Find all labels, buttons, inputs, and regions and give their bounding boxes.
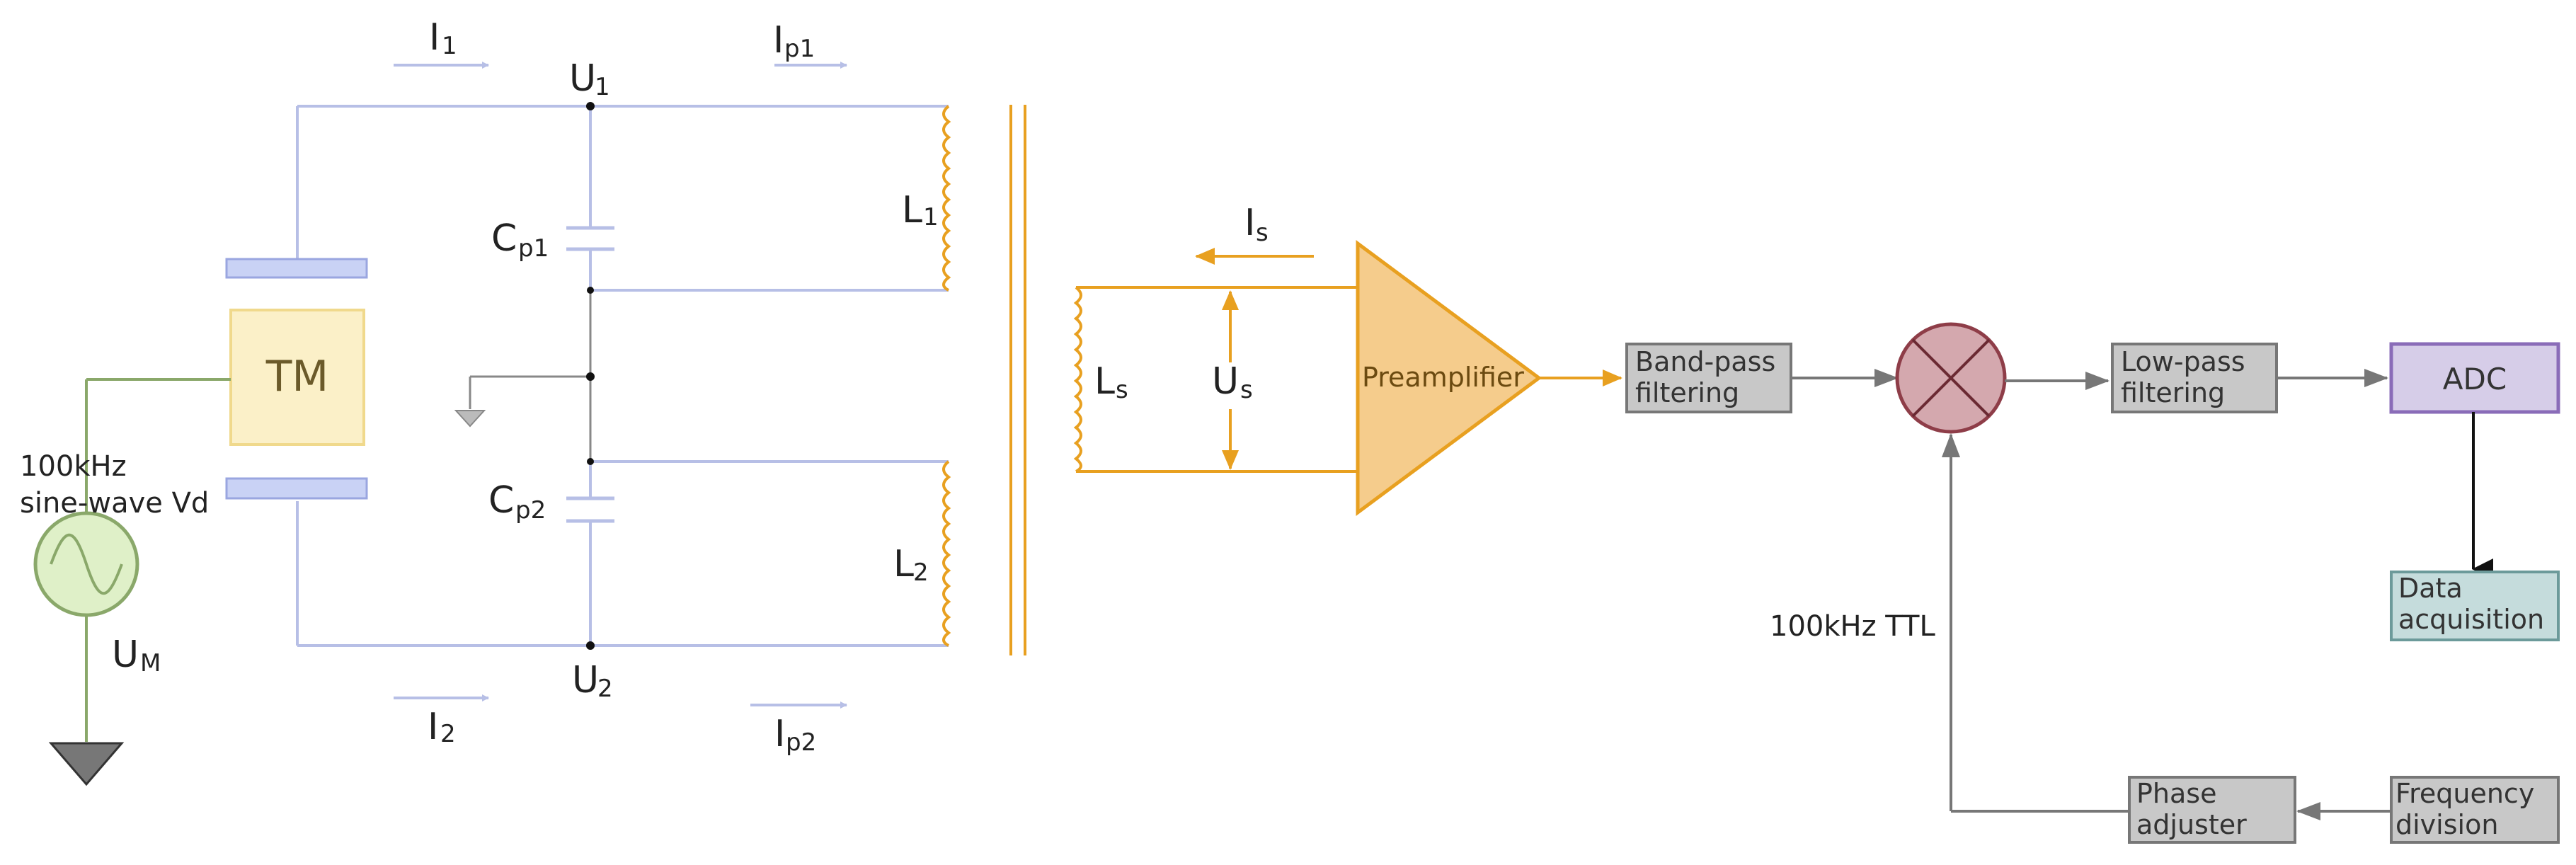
svg-text:U: U — [112, 634, 139, 676]
lowpass-label-line2: filtering — [2121, 377, 2225, 408]
svg-text:L: L — [902, 189, 922, 231]
svg-text:2: 2 — [597, 675, 613, 703]
svg-text:M: M — [140, 649, 161, 677]
svg-text:2: 2 — [440, 720, 456, 748]
label-ip2: I p2 — [774, 713, 816, 757]
transformer-core — [1009, 105, 1026, 655]
capacitor-cp1 — [566, 226, 614, 251]
tm-label: TM — [265, 352, 328, 401]
inductor-l1 — [942, 105, 951, 292]
svg-text:I: I — [429, 16, 440, 59]
svg-text:U: U — [572, 659, 599, 701]
circuit-wires — [296, 105, 949, 647]
data-acquisition-block — [2390, 571, 2560, 641]
label-is: I s — [1244, 202, 1269, 247]
label-us: U s — [1212, 360, 1253, 404]
lowpass-label-line1: Low-pass — [2121, 346, 2245, 377]
svg-text:C: C — [488, 479, 514, 522]
svg-text:p2: p2 — [515, 496, 546, 525]
bandpass-filter-block — [1625, 343, 1792, 413]
secondary-wires — [1076, 286, 1358, 473]
label-ip1: I p1 — [773, 19, 815, 63]
reference-path — [1942, 433, 2129, 813]
current-arrows — [394, 62, 847, 709]
svg-text:p1: p1 — [784, 35, 815, 63]
label-l1: L 1 — [902, 189, 939, 231]
svg-text:1: 1 — [923, 203, 939, 231]
tm-block — [229, 309, 365, 446]
svg-text:I: I — [774, 713, 785, 755]
svg-text:L: L — [893, 543, 914, 585]
preamplifier-block — [1356, 240, 1542, 516]
lowpass-filter-block — [2111, 343, 2278, 413]
svg-text:L: L — [1094, 360, 1115, 403]
svg-text:U: U — [1212, 360, 1239, 403]
freq-label-line1: Frequency — [2395, 778, 2534, 809]
svg-text:s: s — [1240, 376, 1253, 404]
svg-text:C: C — [491, 217, 517, 260]
phase-label-line1: Phase — [2136, 778, 2216, 809]
svg-text:I: I — [773, 19, 784, 62]
bandpass-label-line1: Band-pass — [1635, 346, 1775, 377]
data-acq-label-line2: acquisition — [2398, 604, 2544, 635]
junction-dots — [586, 102, 595, 650]
freq-label-line2: division — [2395, 809, 2498, 840]
label-um: U M — [112, 634, 161, 677]
svg-text:2: 2 — [913, 558, 929, 587]
label-l2: L 2 — [893, 543, 929, 587]
label-cp2: C p2 — [488, 479, 546, 525]
adc-block — [2389, 342, 2560, 414]
phase-label-line2: adjuster — [2136, 809, 2247, 840]
svg-text:1: 1 — [595, 73, 610, 101]
source-type-label: sine-wave Vd — [20, 487, 209, 520]
ground-symbol-middle — [454, 375, 590, 428]
phase-adjuster-block — [2128, 776, 2296, 844]
electrode-plate-bottom — [225, 477, 368, 500]
sine-wave-source — [33, 511, 139, 617]
label-i2: I 2 — [428, 706, 456, 748]
svg-text:s: s — [1256, 219, 1269, 247]
svg-text:I: I — [428, 706, 438, 748]
ttl-label: 100kHz TTL — [1770, 610, 1935, 643]
adc-label: ADC — [2443, 362, 2507, 396]
label-ls: L s — [1094, 360, 1128, 404]
mixer-symbol — [1895, 322, 2007, 434]
data-acq-label-line1: Data — [2398, 573, 2463, 604]
svg-text:s: s — [1116, 376, 1128, 404]
svg-text:1: 1 — [442, 32, 457, 60]
ground-symbol-source — [48, 742, 125, 786]
source-frequency-label: 100kHz — [20, 450, 127, 483]
svg-text:p2: p2 — [786, 728, 816, 757]
label-cp1: C p1 — [491, 217, 549, 263]
label-i1: I 1 — [429, 16, 457, 60]
capacitor-cp2 — [566, 496, 614, 523]
preamplifier-label: Preamplifier — [1362, 362, 1524, 393]
svg-text:p1: p1 — [518, 234, 549, 263]
svg-text:U: U — [569, 57, 596, 100]
inductor-ls — [1073, 286, 1082, 473]
source-wires — [85, 378, 231, 742]
bandpass-label-line2: filtering — [1635, 377, 1739, 408]
inductor-l2 — [942, 460, 951, 647]
svg-text:I: I — [1244, 202, 1255, 244]
electrode-plate-top — [225, 258, 368, 279]
label-u2: U 2 — [572, 659, 613, 703]
label-u1: U 1 — [569, 57, 610, 101]
